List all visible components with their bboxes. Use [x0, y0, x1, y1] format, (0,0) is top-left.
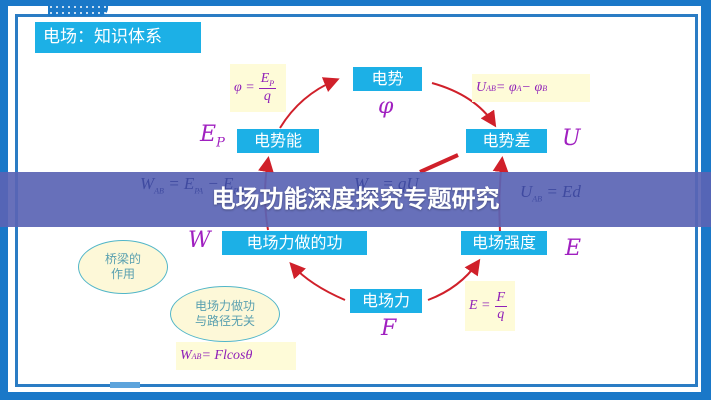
node-potential: 电势	[353, 67, 422, 91]
symbol-e: E	[565, 236, 582, 261]
arrow-phi-to-u	[431, 82, 497, 128]
node-work: 电场力做的功	[222, 231, 367, 255]
formula-wab-qu: WAB = qU	[354, 174, 419, 196]
title-banner	[0, 172, 711, 227]
arrow-f-to-e	[427, 258, 481, 301]
formula-wab-ep-diff: WAB = EPA − EPB	[140, 174, 244, 196]
symbol-f: F	[381, 316, 397, 341]
arrow-u-to-w	[419, 153, 459, 174]
arrow-ep-to-phi	[279, 77, 340, 129]
arrow-f-to-w	[289, 262, 346, 301]
dotted-tab-decoration	[48, 4, 108, 16]
node-potential-difference: 电势差	[466, 129, 547, 153]
callout-bridge-role: 桥梁的作用	[78, 240, 168, 294]
node-force: 电场力	[350, 289, 422, 313]
callout-path-independent: 电场力做功与路径无关	[170, 286, 280, 342]
formula-uab-ed: UAB = Ed	[520, 182, 581, 204]
slide-title: 电场：知识体系	[35, 22, 201, 53]
node-potential-energy: 电势能	[237, 129, 319, 153]
symbol-u: U	[562, 126, 581, 151]
banner-title: 电场功能深度探究专题研究	[211, 185, 500, 213]
bottom-tab-decoration	[110, 382, 140, 388]
node-field-strength: 电场强度	[461, 231, 547, 255]
symbol-phi: φ	[378, 94, 394, 119]
symbol-ep: EP	[200, 122, 225, 151]
symbol-w: W	[188, 228, 211, 253]
